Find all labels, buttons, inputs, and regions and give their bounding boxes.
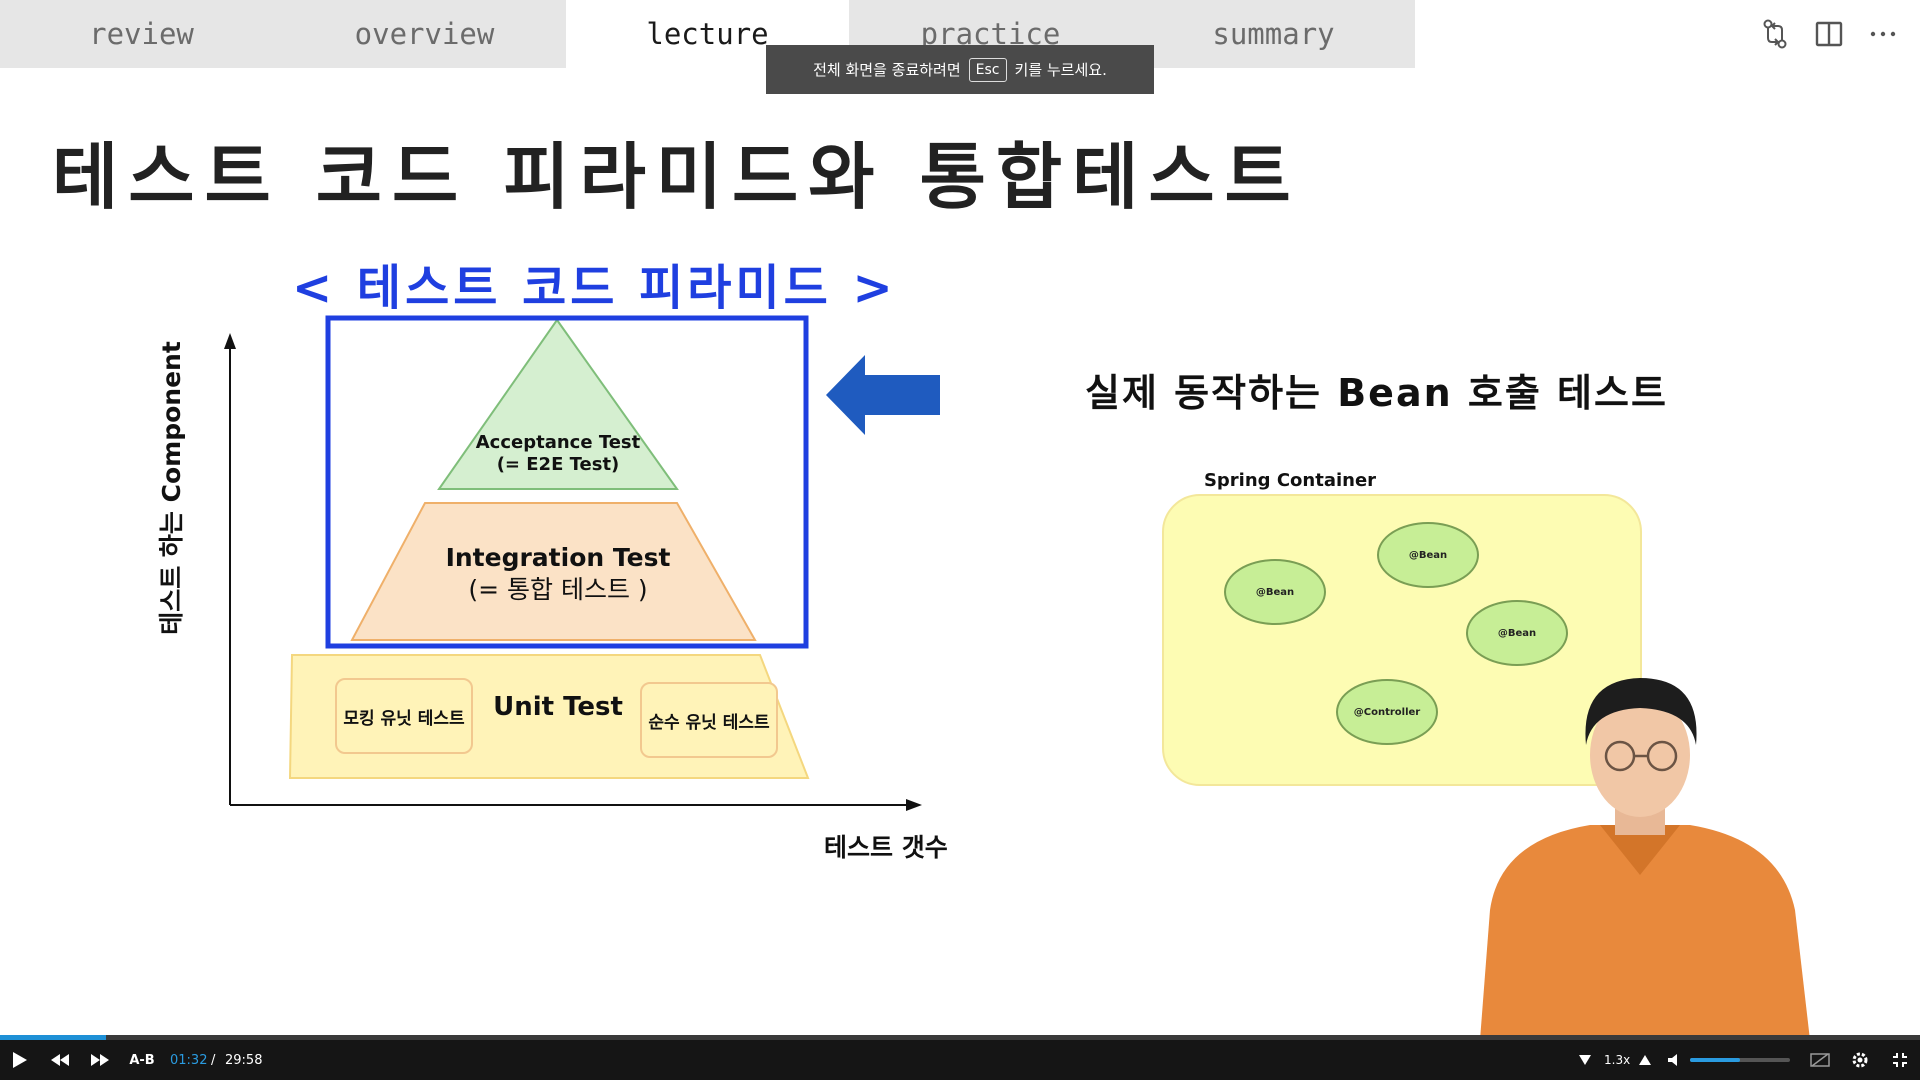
exit-fullscreen-toast: 전체 화면을 종료하려면 Esc 키를 누르세요. <box>766 45 1154 94</box>
mocking-unit-test-box: 모킹 유닛 테스트 <box>335 678 473 754</box>
toast-text-before: 전체 화면을 종료하려면 <box>813 61 961 79</box>
exit-fullscreen-icon[interactable] <box>1888 1040 1912 1080</box>
slide-title: 테스트 코드 피라미드와 통합테스트 <box>52 135 1301 219</box>
bean-node: @Bean <box>1466 600 1568 666</box>
blue-pointer-arrow <box>826 355 940 435</box>
more-actions-icon[interactable] <box>1866 14 1900 54</box>
unit-test-label: Unit Test <box>493 692 623 722</box>
tab-summary[interactable]: summary <box>1212 17 1335 51</box>
split-editor-icon[interactable] <box>1812 14 1846 54</box>
presenter-glasses <box>1604 740 1678 772</box>
tab-review[interactable]: review <box>89 17 194 51</box>
esc-key-hint: Esc <box>968 57 1007 82</box>
bean-node: @Bean <box>1224 559 1326 625</box>
acceptance-test-title: Acceptance Test <box>475 432 641 453</box>
current-time: 01:32 <box>170 1052 208 1068</box>
presenter-hair <box>1585 678 1697 745</box>
spring-container-box: @Bean @Bean @Bean @Controller <box>1162 494 1642 786</box>
settings-gear-icon[interactable] <box>1848 1040 1872 1080</box>
pure-unit-test-box: 순수 유닛 테스트 <box>640 682 778 758</box>
tab-overview[interactable]: overview <box>354 17 495 51</box>
acceptance-test-label: Acceptance Test (= E2E Test) <box>458 432 658 476</box>
presenter-video-overlay <box>1480 678 1810 1040</box>
presenter-shirt <box>1480 825 1810 1040</box>
pointer-arrow <box>825 320 940 357</box>
integration-test-label: Integration Test (= 통합 테스트 ) <box>420 542 696 606</box>
playback-speed: 1.3x <box>1604 1053 1631 1067</box>
integration-highlight-frame <box>325 315 809 649</box>
ab-repeat-button[interactable]: A-B <box>129 1052 155 1068</box>
y-axis-label: 테스트 하는 Component <box>157 341 186 635</box>
bean-node: @Bean <box>1377 522 1479 588</box>
bean-call-test-heading: 실제 동작하는 Bean 호출 테스트 <box>1085 371 1668 415</box>
top-actions <box>1758 14 1900 54</box>
x-axis-arrowhead <box>906 799 922 811</box>
pyramid-title: < 테스트 코드 피라미드 > <box>292 260 897 316</box>
video-player-controls: A-B 01:32 / 29:58 1.3x <box>0 1040 1920 1080</box>
volume-slider-fill <box>1690 1058 1740 1062</box>
time-separator: / <box>211 1052 216 1068</box>
total-time: 29:58 <box>225 1052 263 1068</box>
volume-slider[interactable] <box>1690 1058 1790 1062</box>
toast-text-after: 키를 누르세요. <box>1014 61 1107 79</box>
seek-bar-progress <box>0 1035 106 1040</box>
y-axis-arrowhead <box>224 333 236 349</box>
play-icon[interactable] <box>8 1040 32 1080</box>
speed-up-icon[interactable] <box>1636 1040 1654 1080</box>
subtitles-off-icon[interactable] <box>1808 1040 1832 1080</box>
compare-changes-icon[interactable] <box>1758 14 1792 54</box>
acceptance-test-subtitle: (= E2E Test) <box>496 454 620 475</box>
acceptance-test-layer <box>437 318 679 490</box>
tab-bar: review overview lecture practice summary <box>0 0 1415 68</box>
x-axis-label: 테스트 갯수 <box>824 833 948 862</box>
seek-bar[interactable] <box>0 1035 1920 1040</box>
integration-test-title: Integration Test <box>445 543 671 572</box>
presenter-collar <box>1600 825 1680 875</box>
volume-icon[interactable] <box>1664 1040 1684 1080</box>
integration-test-subtitle: (= 통합 테스트 ) <box>468 575 648 604</box>
fast-forward-icon[interactable] <box>88 1040 112 1080</box>
spring-container-title: Spring Container <box>1203 470 1377 491</box>
integration-test-layer <box>350 502 757 641</box>
rewind-icon[interactable] <box>48 1040 72 1080</box>
tab-lecture[interactable]: lecture <box>566 0 849 68</box>
controller-node: @Controller <box>1336 679 1438 745</box>
speed-down-icon[interactable] <box>1576 1040 1594 1080</box>
